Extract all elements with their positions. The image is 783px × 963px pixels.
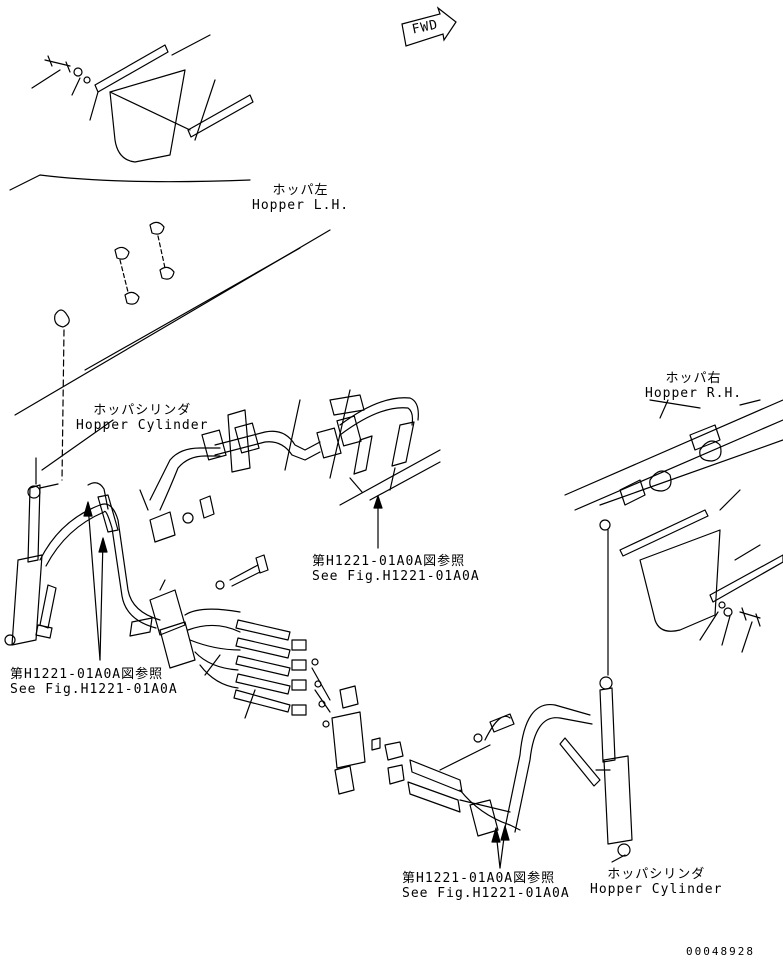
upper-pipe-assembly bbox=[201, 389, 441, 506]
hopper-right-label: ホッパ右 Hopper R.H. bbox=[645, 371, 742, 401]
bottom-figure-reference: 第H1221-01A0A図参照 See Fig.H1221-01A0A bbox=[402, 871, 570, 901]
right-hopper-cylinder bbox=[595, 529, 633, 857]
center-reference-jp: 第H1221-01A0A図参照 bbox=[312, 554, 466, 569]
right-hydraulic-pipes bbox=[407, 704, 601, 837]
center-figure-reference: 第H1221-01A0A図参照 See Fig.H1221-01A0A bbox=[312, 554, 480, 584]
manifold-block bbox=[311, 658, 405, 795]
left-figure-reference: 第H1221-01A0A図参照 See Fig.H1221-01A0A bbox=[10, 667, 178, 697]
left-hydraulic-pipes bbox=[35, 447, 221, 639]
left-reference-en: See Fig.H1221-01A0A bbox=[10, 682, 178, 697]
left-cylinder-label-jp: ホッパシリンダ bbox=[93, 403, 192, 418]
fwd-arrow-icon bbox=[401, 6, 457, 47]
left-reference-jp: 第H1221-01A0A図参照 bbox=[10, 667, 164, 682]
hose-bundle bbox=[184, 608, 307, 719]
hopper-left-frame bbox=[9, 174, 331, 481]
hopper-left-label: ホッパ左 Hopper L.H. bbox=[252, 183, 349, 213]
control-valve-block bbox=[129, 579, 196, 669]
hopper-right-label-en: Hopper R.H. bbox=[645, 386, 743, 401]
hopper-left-label-jp: ホッパ左 bbox=[272, 183, 329, 198]
left-cylinder-label: ホッパシリンダ Hopper Cylinder bbox=[76, 403, 208, 433]
hopper-right-label-jp: ホッパ右 bbox=[665, 371, 722, 386]
hopper-left-label-en: Hopper L.H. bbox=[252, 198, 350, 213]
reference-arrows bbox=[41, 399, 669, 869]
left-hopper-cylinder bbox=[4, 457, 59, 646]
bottom-reference-en: See Fig.H1221-01A0A bbox=[402, 886, 570, 901]
valve-bolts bbox=[182, 495, 269, 590]
right-cylinder-label-en: Hopper Cylinder bbox=[590, 882, 723, 897]
hopper-right-frame bbox=[564, 399, 783, 531]
forward-direction-indicator: FWD bbox=[400, 6, 458, 52]
drawing-number: 00048928 bbox=[686, 945, 755, 958]
center-reference-en: See Fig.H1221-01A0A bbox=[312, 569, 480, 584]
bottom-reference-jp: 第H1221-01A0A図参照 bbox=[402, 871, 556, 886]
left-mud-flap-assembly bbox=[31, 34, 254, 163]
right-cylinder-label: ホッパシリンダ Hopper Cylinder bbox=[590, 867, 722, 897]
left-cylinder-label-en: Hopper Cylinder bbox=[76, 418, 209, 433]
right-mud-flap-assembly bbox=[619, 489, 783, 653]
right-cylinder-label-jp: ホッパシリンダ bbox=[607, 867, 706, 882]
